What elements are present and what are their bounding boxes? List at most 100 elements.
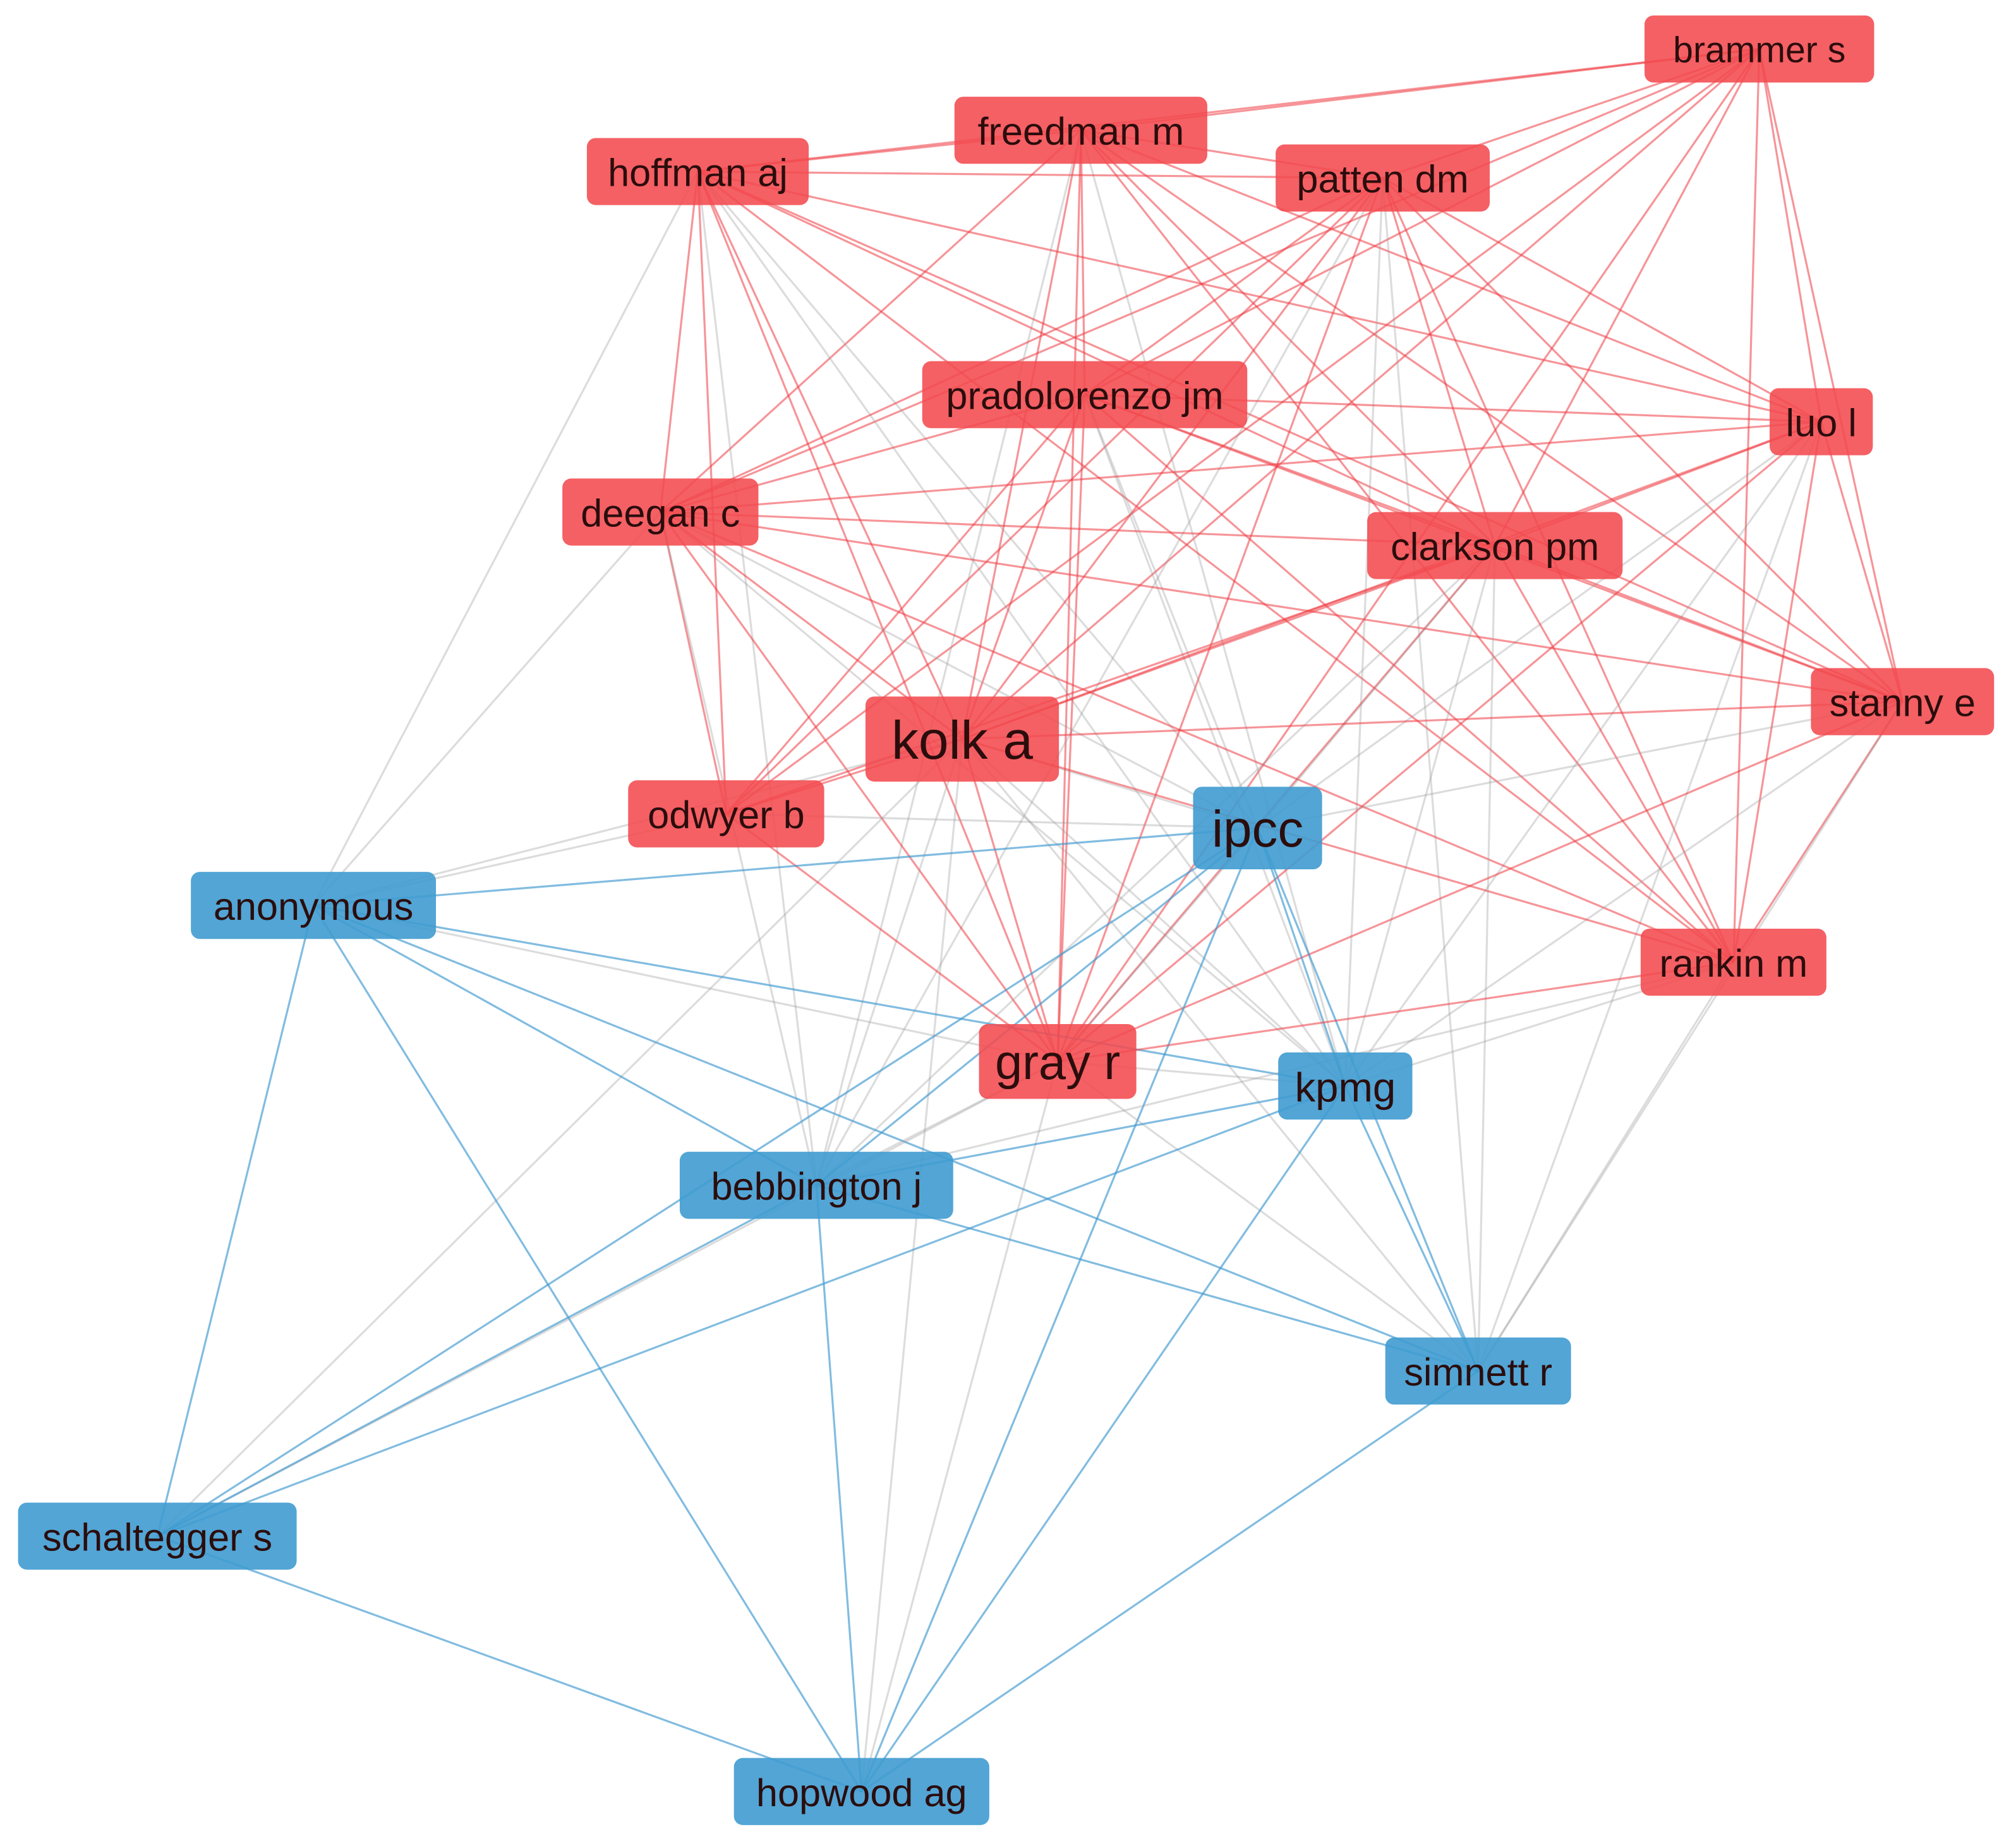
edge-luo-stanny	[1820, 420, 1904, 703]
edge-deegan-odwyer	[659, 510, 728, 815]
edge-stanny-kpmg	[1344, 701, 1904, 1087]
node-label-clarkson: clarkson pm	[1391, 526, 1599, 569]
edge-grayr-simnett	[1056, 1060, 1480, 1372]
edge-kpmg-hopwood	[860, 1085, 1346, 1793]
edge-patten-luo	[1381, 177, 1823, 423]
edge-bebbington-hopwood	[815, 1184, 863, 1793]
node-odwyer[interactable]: odwyer b	[628, 780, 824, 848]
node-box-kolk	[865, 696, 1059, 782]
node-rankin[interactable]: rankin m	[1640, 928, 1826, 996]
node-pradolorenzo[interactable]: pradolorenzo jm	[922, 361, 1248, 428]
node-box-brammer	[1645, 15, 1874, 83]
edge-deegan-kpmg	[659, 510, 1346, 1087]
edge-luo-simnett	[1477, 420, 1823, 1372]
edge-clarkson-ipcc	[1256, 544, 1496, 830]
node-box-simnett	[1385, 1337, 1571, 1405]
node-hopwood[interactable]: hopwood ag	[733, 1758, 989, 1825]
edge-anonymous-hopwood	[312, 904, 863, 1793]
edge-ipcc-anonymous	[312, 827, 1259, 907]
node-box-bebbington	[679, 1152, 953, 1219]
node-luo[interactable]: luo l	[1770, 388, 1873, 455]
edge-kolk-grayr	[961, 738, 1059, 1063]
node-label-bebbington: bebbington j	[711, 1165, 922, 1208]
edge-hoffman-kpmg	[696, 170, 1346, 1087]
edge-rankin-simnett	[1477, 961, 1735, 1372]
node-label-schaltegger: schaltegger s	[42, 1516, 272, 1559]
edge-freedman-kpmg	[1080, 129, 1346, 1087]
node-box-ipcc	[1193, 787, 1322, 870]
edge-patten-pradolorenzo	[1083, 177, 1384, 396]
node-label-pradolorenzo: pradolorenzo jm	[946, 375, 1223, 418]
edge-hoffman-clarkson	[696, 170, 1496, 547]
node-deegan[interactable]: deegan c	[562, 478, 759, 546]
node-label-rankin: rankin m	[1659, 942, 1808, 985]
node-label-grayr: gray r	[995, 1035, 1120, 1090]
edge-brammer-deegan	[659, 47, 1761, 514]
edge-patten-kpmg	[1344, 177, 1384, 1087]
edge-freedman-stanny	[1080, 129, 1904, 703]
edge-hoffman-stanny	[696, 170, 1904, 703]
edge-freedman-clarkson	[1080, 129, 1496, 547]
edge-clarkson-rankin	[1494, 544, 1735, 963]
node-hoffman[interactable]: hoffman aj	[586, 138, 809, 205]
node-schaltegger[interactable]: schaltegger s	[18, 1502, 297, 1570]
edge-patten-odwyer	[725, 177, 1384, 815]
node-label-freedman: freedman m	[977, 110, 1184, 153]
edge-hoffman-patten	[696, 170, 1384, 179]
edge-deegan-grayr	[659, 510, 1059, 1063]
edge-hoffman-kolk	[696, 170, 963, 740]
edge-stanny-ipcc	[1256, 701, 1904, 830]
edge-deegan-ipcc	[659, 510, 1259, 830]
edge-hoffman-rankin	[696, 170, 1735, 963]
edge-hoffman-anonymous	[312, 170, 699, 907]
edge-pradolorenzo-rankin	[1083, 394, 1735, 963]
node-label-hoffman: hoffman aj	[608, 152, 788, 195]
node-stanny[interactable]: stanny e	[1811, 668, 1995, 735]
node-freedman[interactable]: freedman m	[954, 97, 1207, 164]
node-patten[interactable]: patten dm	[1276, 144, 1490, 212]
edge-kolk-rankin	[961, 738, 1735, 963]
node-clarkson[interactable]: clarkson pm	[1367, 512, 1623, 579]
node-label-deegan: deegan c	[581, 492, 740, 535]
node-kpmg[interactable]: kpmg	[1278, 1052, 1413, 1120]
node-box-deegan	[562, 478, 759, 546]
edge-deegan-anonymous	[312, 510, 661, 907]
edge-brammer-stanny	[1758, 47, 1904, 703]
node-ipcc[interactable]: ipcc	[1193, 787, 1322, 870]
node-box-grayr	[979, 1024, 1137, 1099]
edge-pradolorenzo-grayr	[1056, 394, 1086, 1063]
edge-anonymous-kpmg	[312, 904, 1346, 1087]
edge-hoffman-deegan	[659, 170, 699, 514]
node-brammer[interactable]: brammer s	[1645, 15, 1874, 83]
edge-luo-grayr	[1056, 420, 1823, 1063]
edge-odwyer-grayr	[725, 812, 1059, 1063]
edge-hoffman-bebbington	[696, 170, 818, 1186]
node-simnett[interactable]: simnett r	[1385, 1337, 1571, 1405]
node-grayr[interactable]: gray r	[979, 1024, 1137, 1099]
node-box-rankin	[1640, 928, 1826, 996]
node-bebbington[interactable]: bebbington j	[679, 1152, 953, 1219]
edge-clarkson-odwyer	[725, 544, 1496, 815]
node-anonymous[interactable]: anonymous	[191, 872, 437, 939]
node-box-hopwood	[733, 1758, 989, 1825]
edge-stanny-kolk	[961, 701, 1904, 740]
edge-kolk-hopwood	[860, 738, 963, 1793]
edge-freedman-pradolorenzo	[1080, 129, 1086, 396]
edge-schaltegger-hopwood	[156, 1535, 863, 1793]
node-layer: brammer s freedman m hoffman aj patten dm pr…	[18, 15, 1995, 1825]
node-label-simnett: simnett r	[1404, 1351, 1552, 1394]
edge-patten-simnett	[1381, 177, 1480, 1372]
node-label-kpmg: kpmg	[1295, 1065, 1396, 1111]
edge-brammer-kolk	[961, 47, 1761, 740]
edge-pradolorenzo-kpmg	[1083, 394, 1346, 1087]
edge-bebbington-schaltegger	[156, 1184, 818, 1538]
node-box-freedman	[954, 97, 1207, 164]
node-label-brammer: brammer s	[1673, 30, 1845, 71]
node-label-stanny: stanny e	[1830, 682, 1976, 725]
edge-freedman-bebbington	[815, 129, 1082, 1186]
node-kolk[interactable]: kolk a	[865, 696, 1059, 782]
edge-clarkson-simnett	[1477, 544, 1496, 1372]
edge-rankin-bebbington	[815, 961, 1735, 1186]
edge-luo-kpmg	[1344, 420, 1823, 1087]
